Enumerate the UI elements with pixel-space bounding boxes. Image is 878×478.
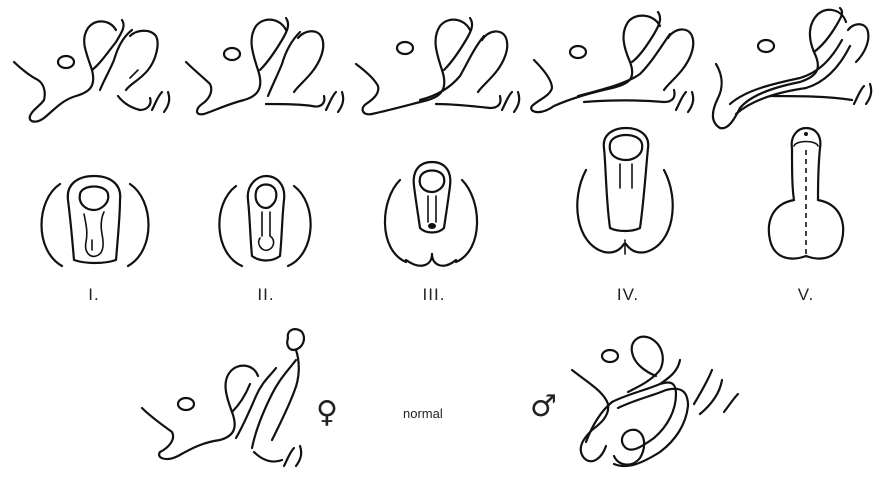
sagittal-section-normal-male (572, 337, 738, 466)
stage-label-3: III. (404, 285, 464, 305)
stage-label-4: IV. (598, 285, 658, 305)
external-view-stage-4 (577, 128, 672, 254)
stage-label-1: I. (64, 285, 124, 305)
sagittal-section-stage-1 (14, 20, 169, 122)
sagittal-section-stage-3 (356, 18, 519, 114)
sagittal-section-stage-2 (186, 18, 343, 114)
male-symbol-icon: ♂ (530, 392, 557, 422)
external-view-stage-3 (385, 162, 477, 266)
external-view-stage-1 (42, 176, 149, 266)
stage-label-5: V. (776, 285, 836, 305)
external-view-stage-2 (219, 176, 310, 266)
sagittal-section-normal-female (142, 329, 304, 466)
external-view-stage-5 (769, 128, 843, 259)
female-symbol-icon: ♀ (316, 398, 338, 428)
sagittal-section-stage-5 (713, 8, 871, 128)
normal-label: normal (403, 406, 443, 421)
sagittal-section-stage-4 (531, 12, 693, 112)
stage-label-2: II. (236, 285, 296, 305)
